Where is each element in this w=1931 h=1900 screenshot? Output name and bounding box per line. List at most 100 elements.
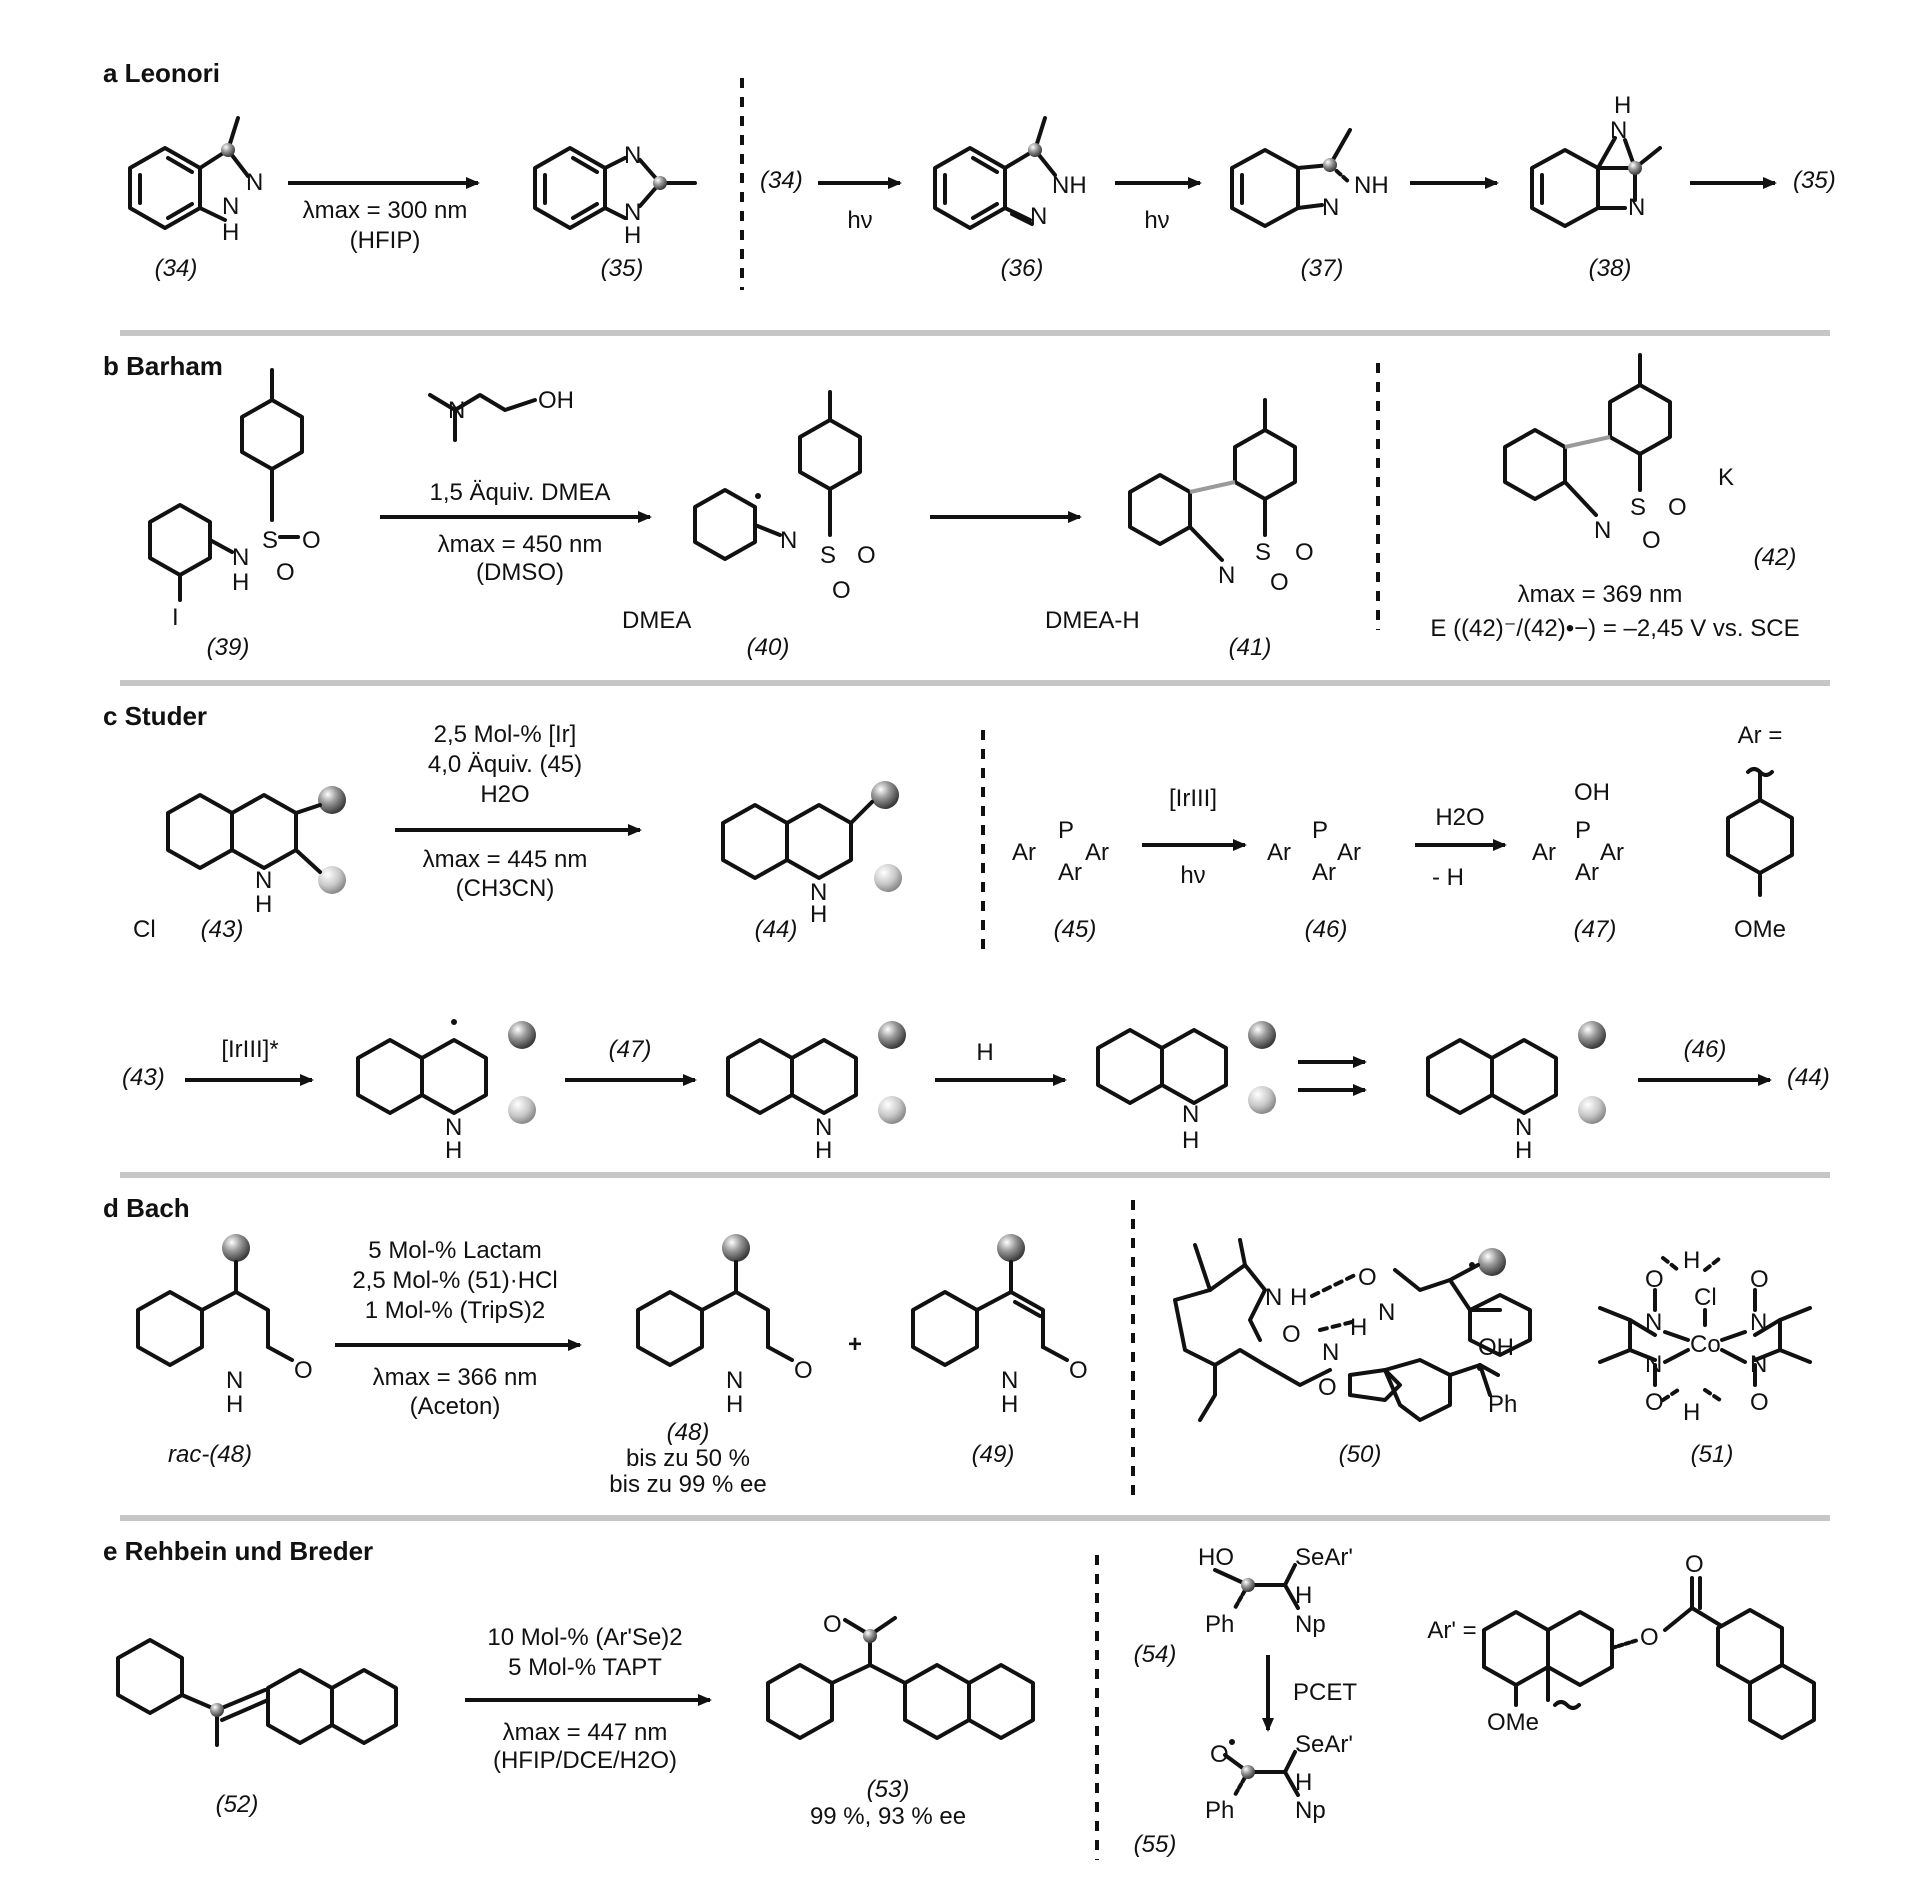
atom-label: N <box>1378 1299 1395 1326</box>
atom-label: Np <box>1295 1611 1326 1638</box>
compound-50-structure <box>1173 1238 1532 1422</box>
compound-42-structure <box>1503 353 1672 517</box>
compound-label: (38) <box>1589 255 1632 282</box>
counterion-label: K <box>1718 464 1734 491</box>
atom-label: Np <box>1295 1797 1326 1824</box>
atom-label: SeAr' <box>1295 1731 1353 1758</box>
compound-reference: (44) <box>1787 1064 1830 1091</box>
atom-label: O <box>1210 1741 1229 1768</box>
atom-label: N <box>1610 117 1627 144</box>
condition-label: 4,0 Äquiv. (45) <box>428 751 582 778</box>
compound-label: (50) <box>1339 1441 1382 1468</box>
atom-label: H <box>726 1391 743 1418</box>
counterion-label: DMEA <box>622 607 691 634</box>
atom-label: S <box>820 542 836 569</box>
reagent-label: (46) <box>1684 1036 1727 1063</box>
atom-label: N <box>1182 1101 1199 1128</box>
condition-label: 5 Mol-% Lactam <box>368 1237 541 1264</box>
compound-36-structure <box>933 116 1057 230</box>
atom-label: OH <box>1478 1334 1514 1361</box>
condition-label: H2O <box>480 781 529 808</box>
atom-label: P <box>1058 817 1074 844</box>
condition-label: 10 Mol-% (Ar'Se)2 <box>487 1624 682 1651</box>
atom-label: N <box>1265 1284 1282 1311</box>
compound-49-structure <box>911 1234 1069 1367</box>
methoxy-label: OMe <box>1734 916 1786 943</box>
hv-label: hν <box>1180 862 1205 889</box>
atom-label: N <box>232 544 249 571</box>
condition-label: λmax = 450 nm <box>438 531 603 558</box>
compound-label: rac-(48) <box>168 1441 252 1468</box>
atom-label: O <box>1668 494 1687 521</box>
atom-label: Co <box>1690 1331 1721 1358</box>
section-e-header: e Rehbein und Breder <box>103 1536 373 1566</box>
condition-label: λmax = 447 nm <box>503 1719 668 1746</box>
compound-53-structure <box>766 1616 1035 1740</box>
compound-label: (34) <box>155 255 198 282</box>
compound-54-structure <box>1213 1563 1300 1610</box>
atom-label: P <box>1312 817 1328 844</box>
atom-label: Ph <box>1205 1611 1234 1638</box>
condition-label: 1 Mol-% (TripS)2 <box>365 1297 545 1324</box>
methoxy-label: OMe <box>1487 1709 1539 1736</box>
compound-rac-48-structure <box>136 1234 294 1367</box>
atom-label: O <box>1282 1321 1301 1348</box>
compound-label: (43) <box>201 916 244 943</box>
condition-label: 5 Mol-% TAPT <box>508 1654 662 1681</box>
compound-41-structure <box>1128 398 1297 562</box>
tetrahydroquinoline-structure <box>1426 1021 1606 1124</box>
atom-label: P <box>1575 817 1591 844</box>
atom-label: Ph <box>1488 1391 1517 1418</box>
ir-catalyst-label: [IrIII] <box>1169 785 1217 812</box>
section-a: a Leonori N N H (34) λmax = 300 nm (HFIP… <box>103 58 1836 290</box>
condition-label: 2,5 Mol-% (51)·HCl <box>352 1267 557 1294</box>
atom-label: H <box>1515 1137 1532 1164</box>
atom-label: H <box>815 1137 832 1164</box>
atom-label: O <box>1642 527 1661 554</box>
atom-label: S <box>262 527 278 554</box>
condition-label: 2,5 Mol-% [Ir] <box>434 721 577 748</box>
atom-label: Ar <box>1575 859 1599 886</box>
atom-label: Ar <box>1337 839 1361 866</box>
info-label: E ((42)⁻/(42)•−) = –2,45 V vs. SCE <box>1430 615 1799 642</box>
atom-label: Ar <box>1058 859 1082 886</box>
compound-40-structure <box>693 390 862 561</box>
section-c-header: c Studer <box>103 701 207 731</box>
compound-label: (37) <box>1301 255 1344 282</box>
atom-label: HO <box>1198 1544 1234 1571</box>
radical-intermediate-structure <box>356 1019 536 1124</box>
compound-37-structure <box>1230 128 1352 228</box>
atom-label: O <box>1750 1389 1769 1416</box>
atom-label: S <box>1255 539 1271 566</box>
atom-label: N <box>1322 1339 1339 1366</box>
atom-label: H <box>445 1137 462 1164</box>
atom-label: O <box>276 559 295 586</box>
atom-label: Ar <box>1532 839 1556 866</box>
yield-label: bis zu 50 % <box>626 1445 750 1472</box>
condition-label: (HFIP/DCE/H2O) <box>493 1747 677 1774</box>
atom-label: H <box>1683 1399 1700 1426</box>
compound-label: (47) <box>1574 916 1617 943</box>
atom-label: N <box>255 867 272 894</box>
atom-label: H <box>226 1391 243 1418</box>
compound-35-structure <box>533 146 697 230</box>
condition-label: (CH3CN) <box>456 875 555 902</box>
section-b-header: b Barham <box>103 351 223 381</box>
condition-label: λmax = 366 nm <box>373 1364 538 1391</box>
dmea-structure <box>428 393 537 442</box>
reagent-label: H <box>976 1039 993 1066</box>
compound-label: (51) <box>1691 1441 1734 1468</box>
atom-label: H <box>1295 1582 1312 1609</box>
ee-label: bis zu 99 % ee <box>609 1471 766 1498</box>
atom-label: H <box>1182 1127 1199 1154</box>
atom-label: I <box>172 604 179 631</box>
atom-label: O <box>823 1611 842 1638</box>
atom-label: O <box>1685 1551 1704 1578</box>
atom-label: O <box>1645 1266 1664 1293</box>
atom-label: O <box>1318 1374 1337 1401</box>
atom-label: N <box>726 1367 743 1394</box>
deprotonation-label: - H <box>1432 864 1464 891</box>
atom-label: N <box>1628 194 1645 221</box>
compound-43-structure <box>166 786 346 894</box>
